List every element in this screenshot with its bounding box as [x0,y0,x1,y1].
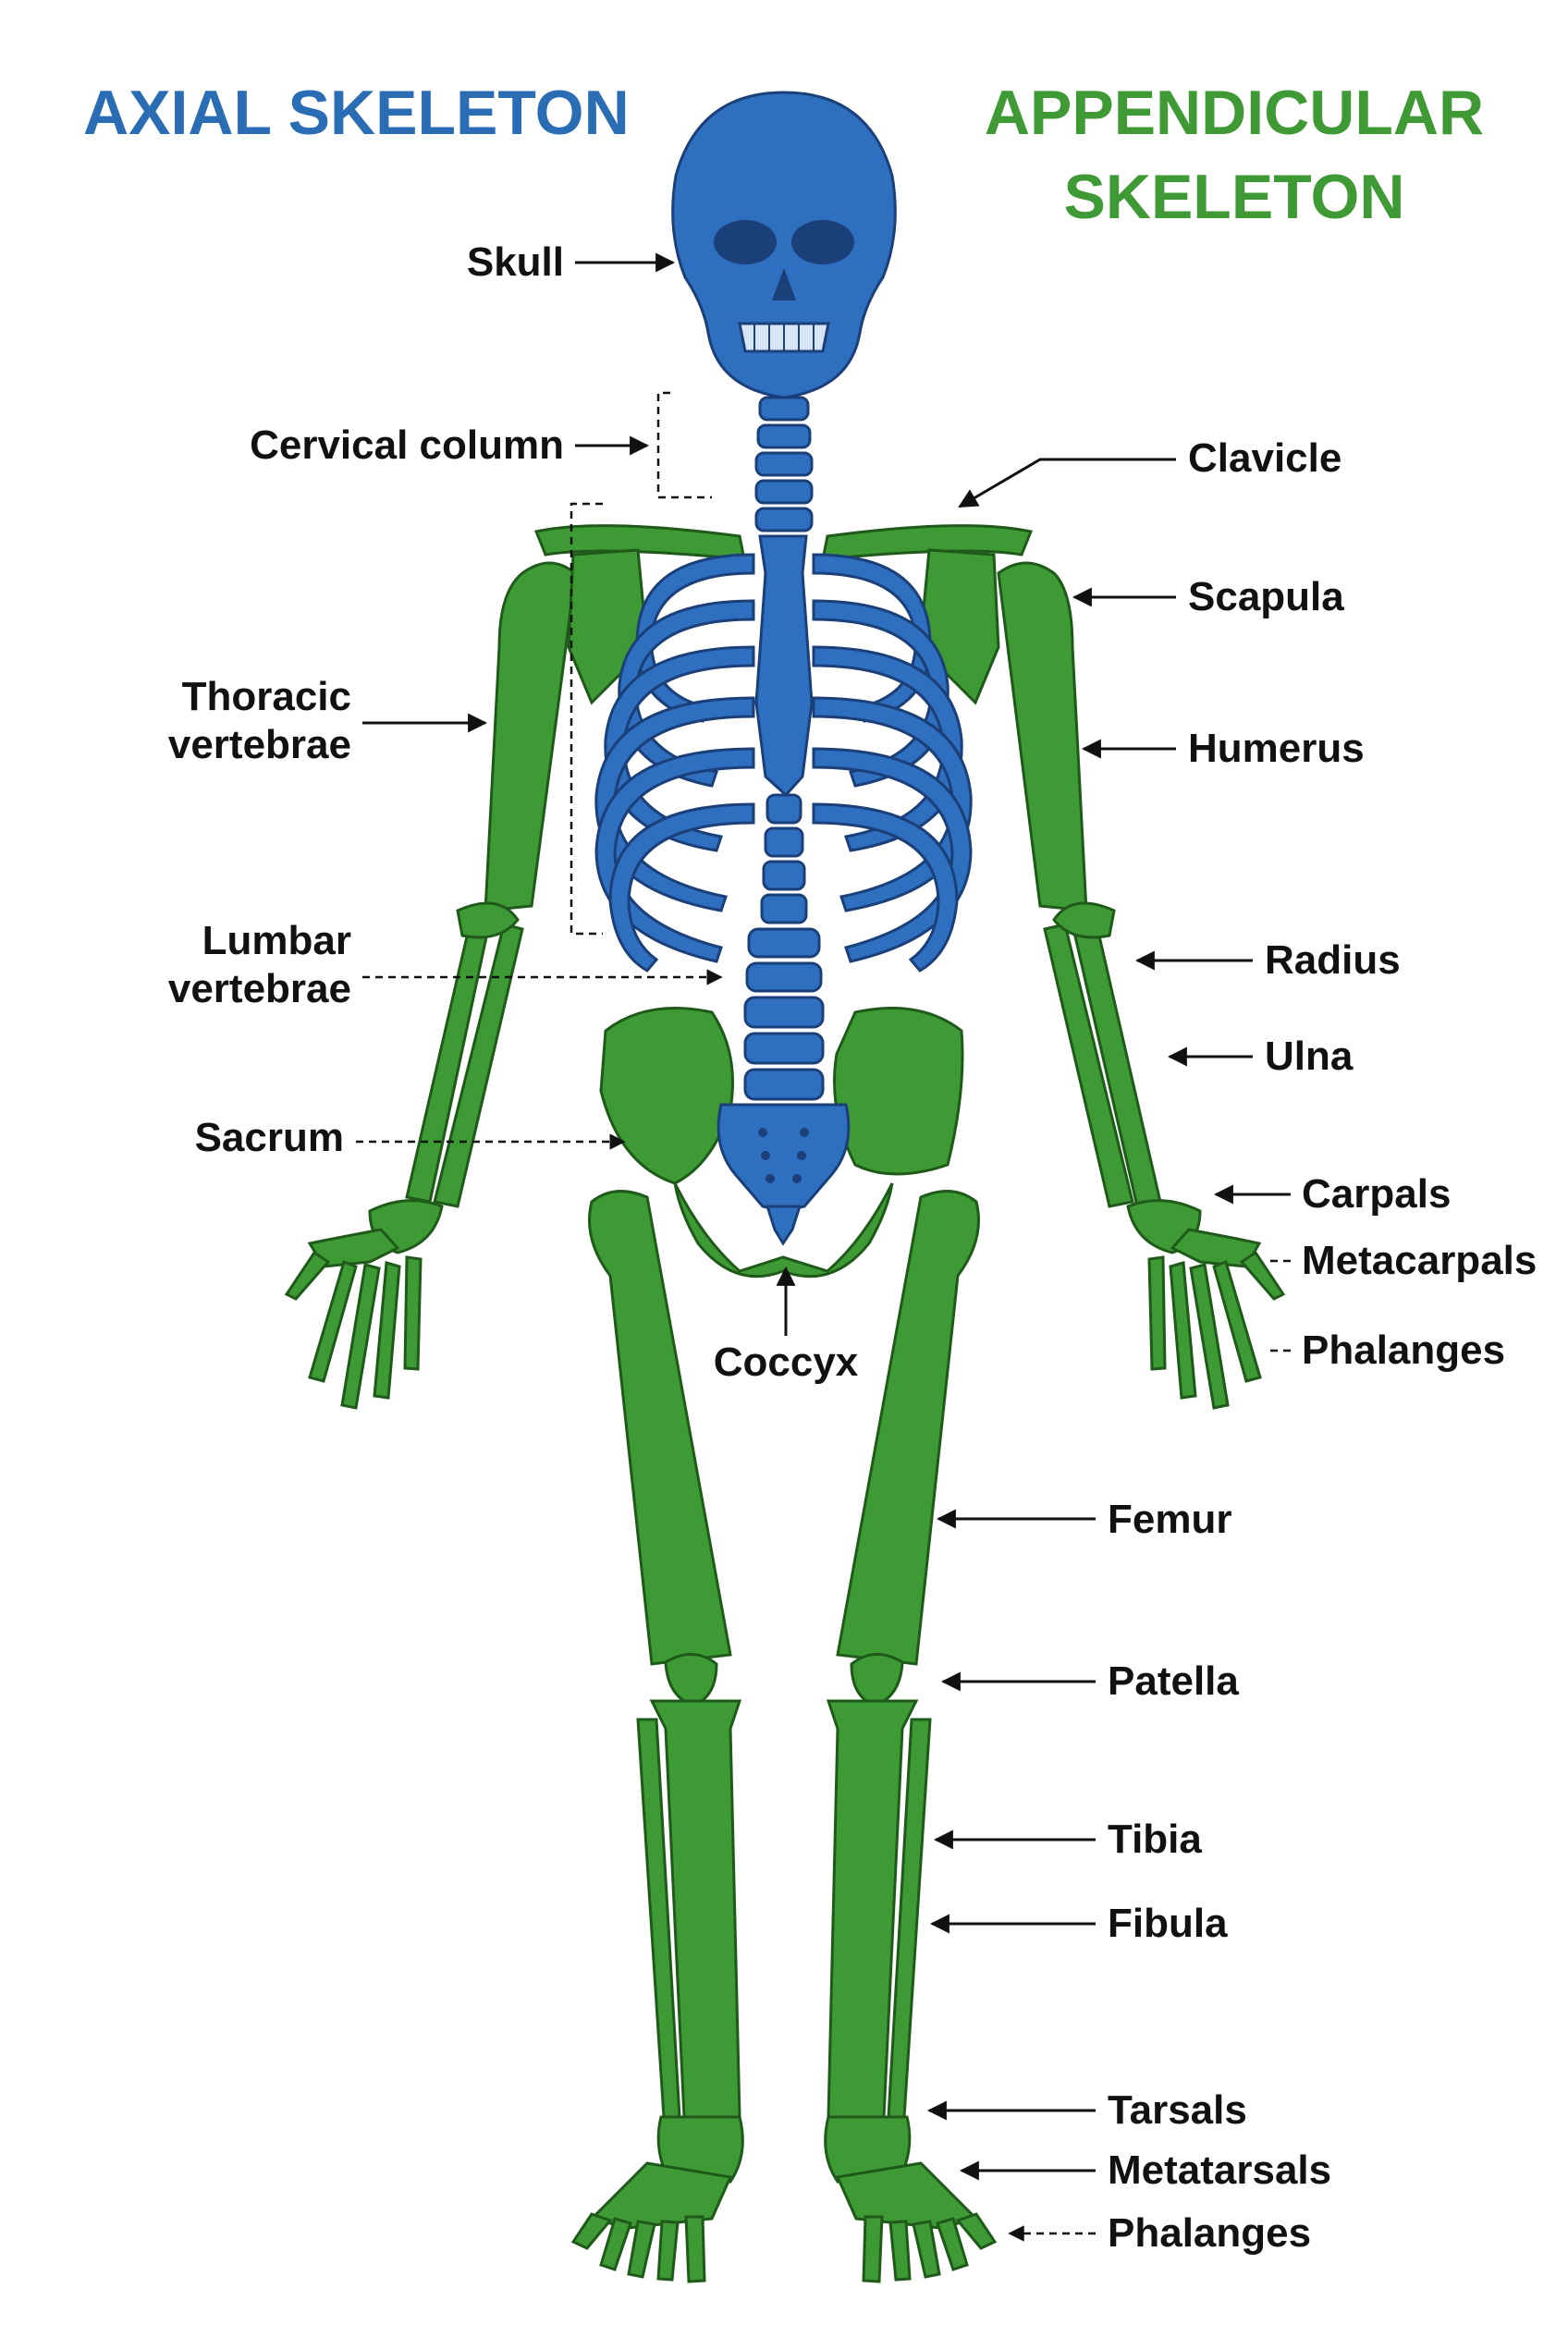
left-clavicle-bone [536,526,744,559]
label-carpals: Carpals [1302,1171,1451,1217]
right-humerus-bone [998,563,1086,911]
label-humerus: Humerus [1188,726,1365,771]
pelvis-ilium-left [601,1009,733,1184]
label-sacrum: Sacrum [195,1115,344,1160]
sacrum-bone [718,1105,849,1211]
thoracic-vertebrae [762,795,806,923]
left-metatarsals-bones [592,2163,730,2228]
axial-skeleton-title: AXIAL SKELETON [83,78,630,148]
right-metatarsals-bones [838,2163,976,2228]
right-patella-bone [851,1654,902,1706]
coccyx-bone [767,1206,800,1243]
left-femur-bone [590,1192,731,1664]
label-cervical-column: Cervical column [250,422,564,468]
label-fibula: Fibula [1108,1901,1228,1946]
sternum-bone [756,536,812,795]
label-thoracic-line1: Thoracic [182,674,351,719]
label-thoracic-line2: vertebrae [168,722,351,767]
pelvis-ilium-right [835,1009,963,1175]
label-coccyx: Coccyx [714,1340,859,1385]
appendicular-skeleton-title-line2: SKELETON [1063,162,1404,232]
left-eye-socket [714,220,777,264]
label-lumbar-line2: vertebrae [168,966,351,1011]
label-tibia: Tibia [1108,1817,1202,1862]
left-patella-bone [666,1654,717,1706]
label-scapula: Scapula [1188,574,1344,619]
left-hand-phalanges [287,1253,421,1408]
label-skull: Skull [467,239,564,285]
label-ulna: Ulna [1265,1034,1354,1079]
label-phalanges-hand: Phalanges [1302,1328,1505,1373]
left-foot-phalanges [573,2214,704,2282]
right-femur-bone [838,1192,979,1664]
right-clavicle-bone [823,526,1031,559]
right-eye-socket [791,220,854,264]
label-patella: Patella [1108,1658,1239,1704]
label-metacarpals: Metacarpals [1302,1238,1537,1283]
label-tarsals: Tarsals [1108,2087,1247,2133]
label-clavicle: Clavicle [1188,435,1341,481]
label-phalanges-foot: Phalanges [1108,2210,1311,2256]
label-radius: Radius [1265,937,1401,983]
lumbar-vertebrae [745,929,823,1099]
label-femur: Femur [1108,1497,1231,1542]
left-humerus-bone [485,563,575,911]
cervical-vertebrae [756,398,812,531]
appendicular-skeleton-title-line1: APPENDICULAR [985,78,1484,148]
label-metatarsals: Metatarsals [1108,2147,1331,2193]
right-hand-phalanges [1149,1253,1283,1408]
label-lumbar-line1: Lumbar [202,918,351,963]
right-foot-phalanges [864,2214,995,2282]
